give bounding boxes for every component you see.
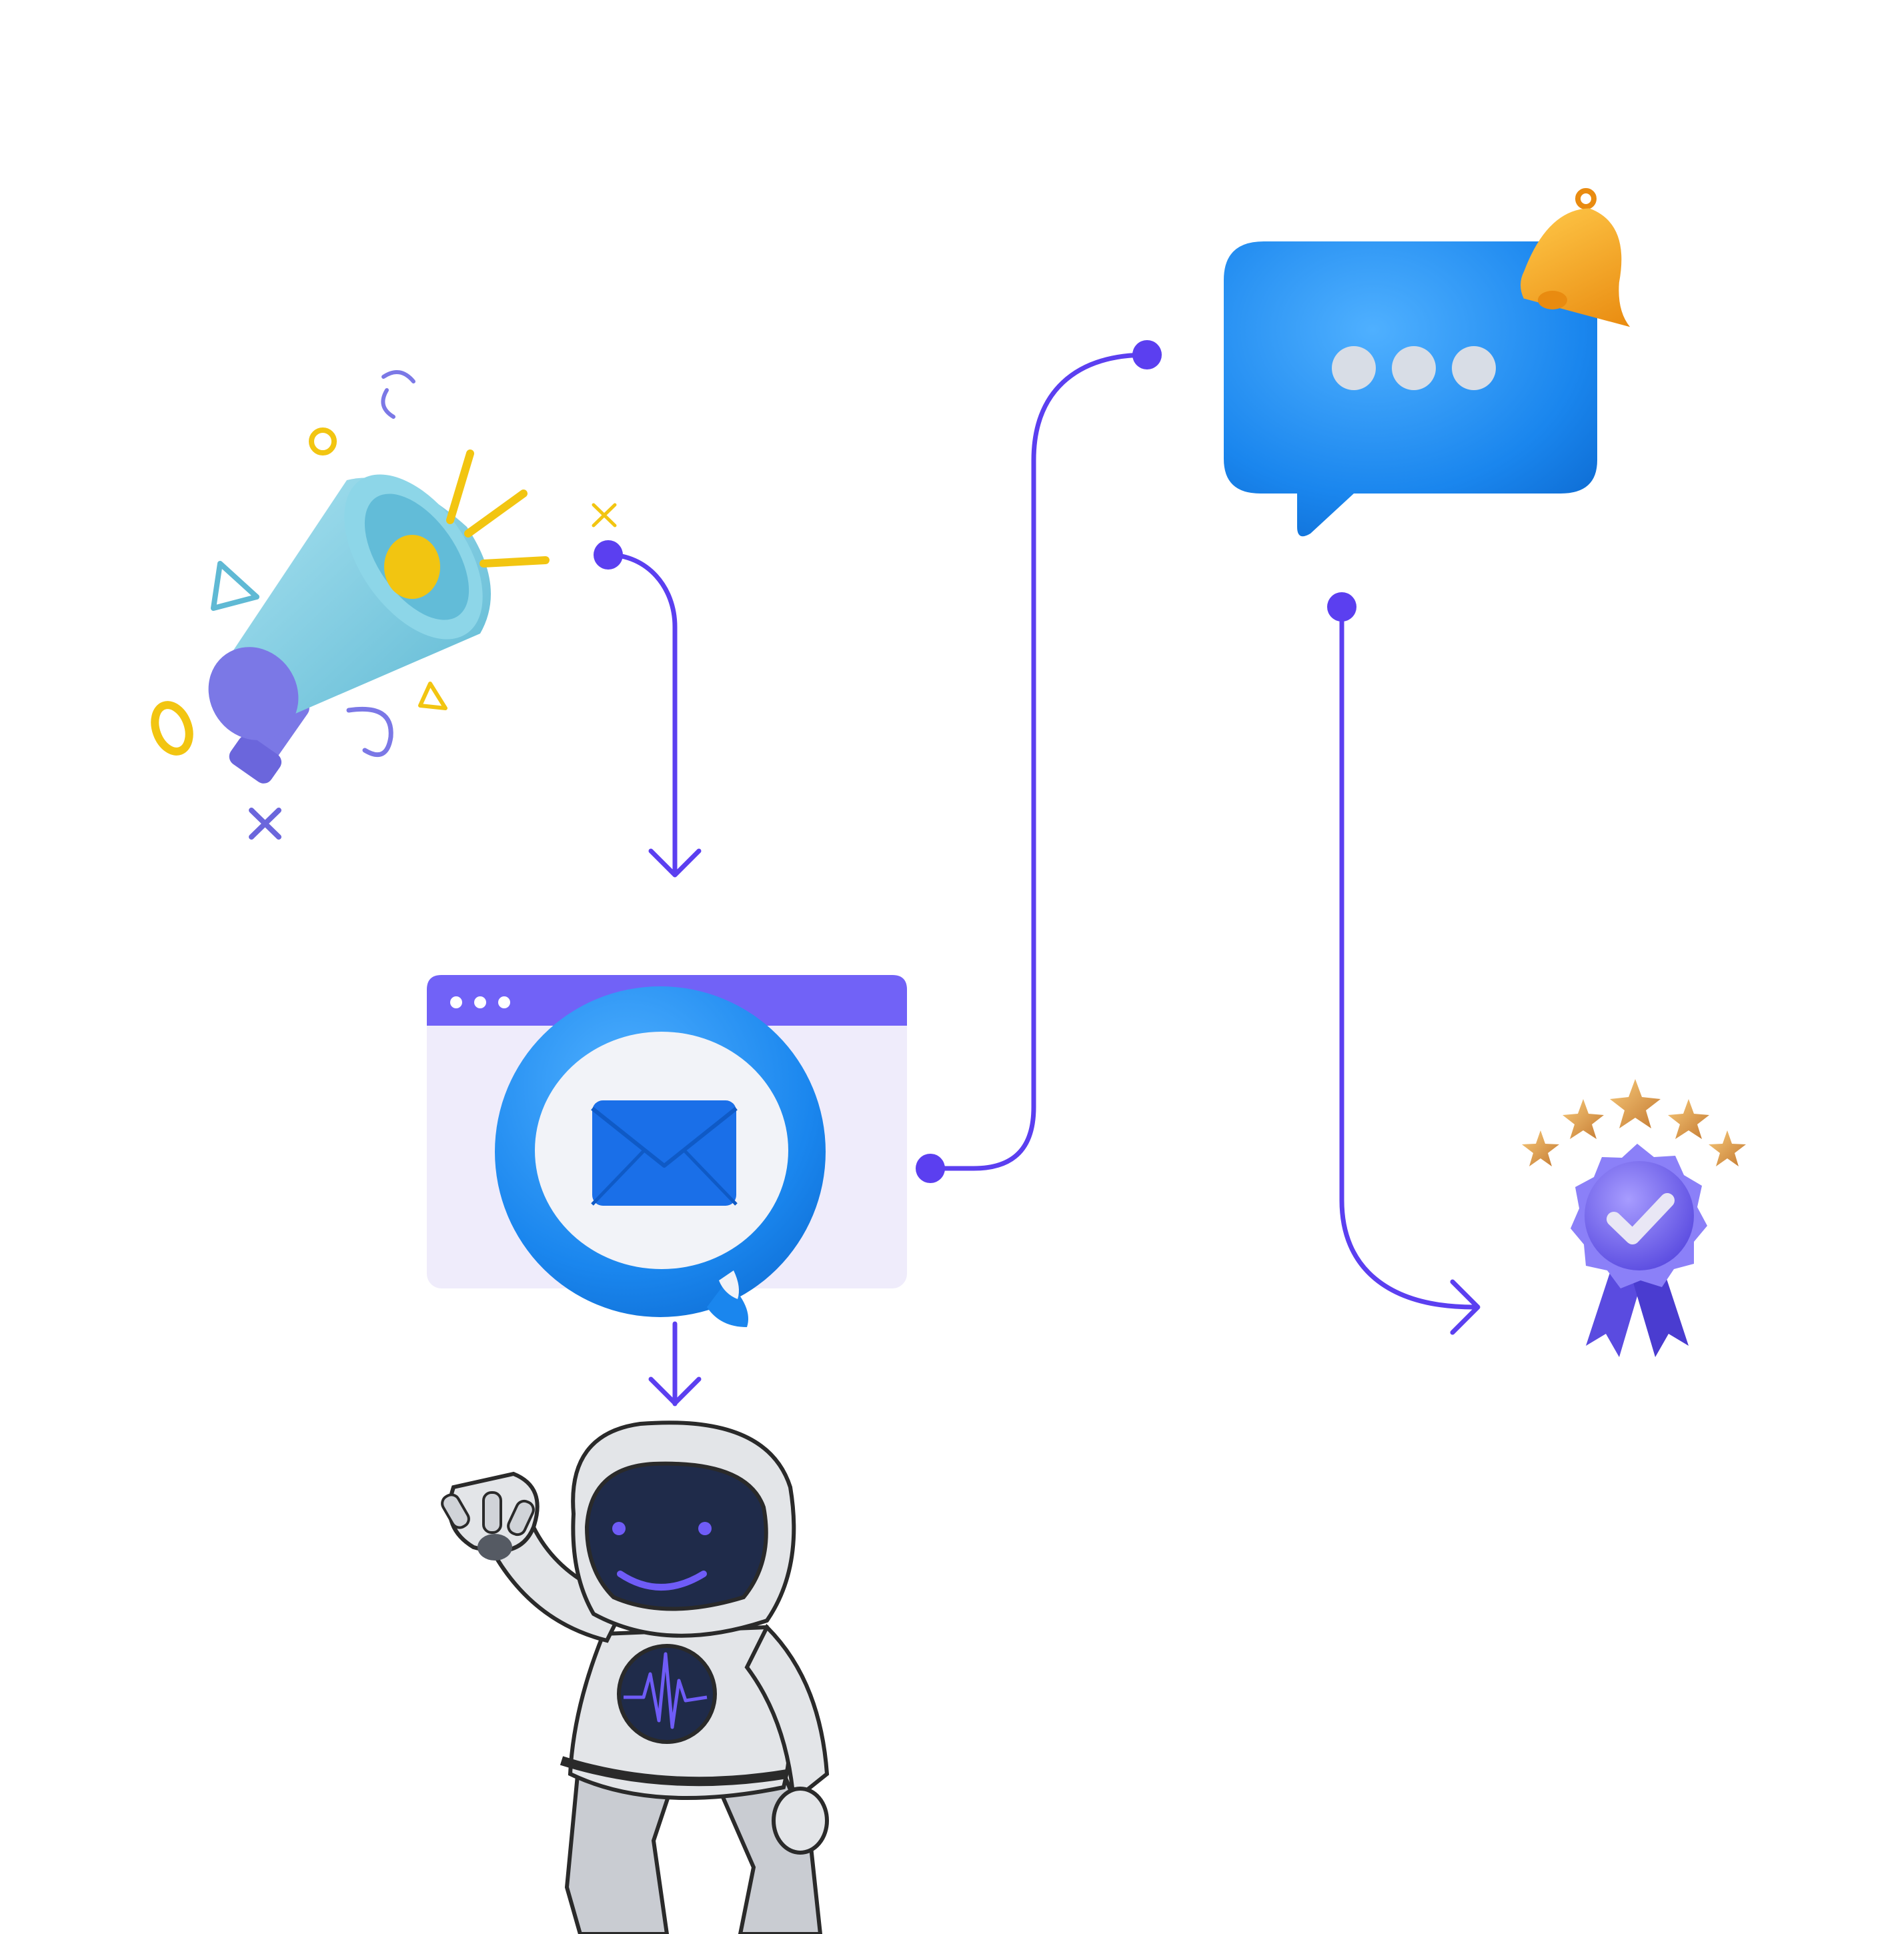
connector-megaphone-to-browser	[606, 552, 702, 878]
envelope-icon	[592, 1100, 736, 1206]
arrowhead-icon	[648, 848, 702, 878]
window-dot-icon	[498, 996, 510, 1008]
arrowhead-icon	[1450, 1279, 1481, 1335]
robot-astronaut-icon	[441, 1420, 830, 1934]
connector-start-dot	[594, 540, 623, 570]
connector-chat-to-badge	[1339, 604, 1481, 1335]
verified-badge-icon	[1571, 1144, 1707, 1357]
bell-icon	[1521, 188, 1631, 327]
window-dot-icon	[450, 996, 462, 1008]
chat-bubble-icon	[1224, 241, 1597, 537]
connector-browser-to-chat	[928, 352, 1150, 1171]
connector-browser-to-robot	[648, 1321, 702, 1406]
connector-dot	[1327, 592, 1356, 622]
connector-dot	[916, 1154, 945, 1183]
window-dot-icon	[474, 996, 486, 1008]
mail-bubble-icon	[495, 986, 826, 1327]
megaphone-icon	[151, 370, 617, 840]
connector-dot	[1132, 340, 1162, 369]
arrowhead-icon	[648, 1376, 702, 1406]
stars-icon	[1522, 1079, 1746, 1166]
